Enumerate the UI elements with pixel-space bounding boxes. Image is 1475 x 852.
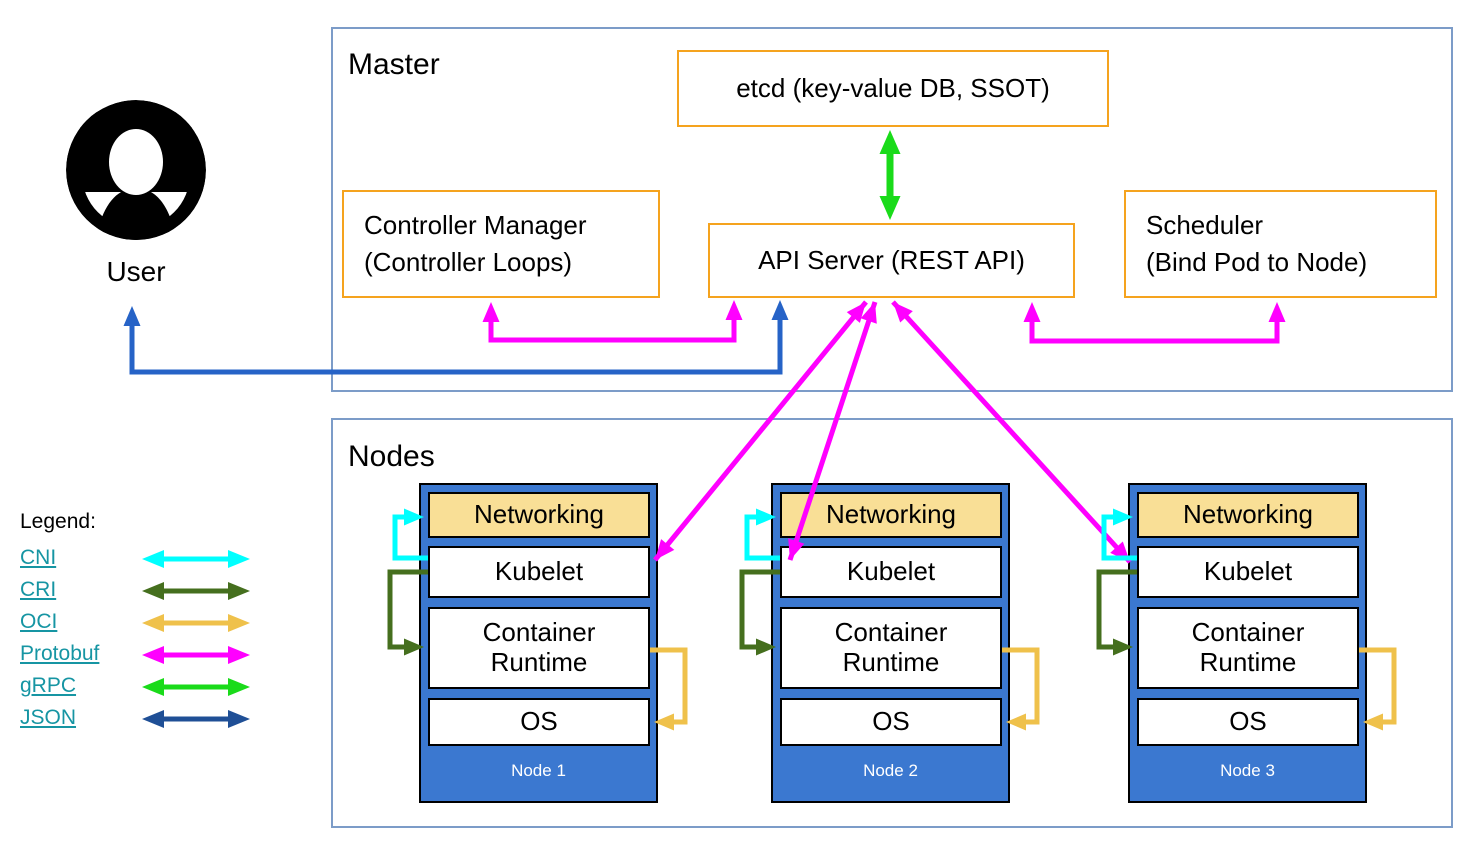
node-1-networking-label: Networking: [473, 499, 605, 530]
scheduler-title: Scheduler: [1146, 210, 1264, 241]
legend-link-oci[interactable]: OCI: [20, 610, 58, 633]
node-2-os-label: OS: [872, 706, 910, 737]
legend-arrow-json-left-head: [142, 710, 164, 728]
legend-arrow-json: [142, 710, 250, 728]
legend-arrow-cri-left-head: [142, 582, 164, 600]
node-1-container-runtime: Container Runtime: [428, 607, 650, 689]
node-3-os: OS: [1137, 698, 1359, 746]
legend-arrow-protobuf: [142, 646, 250, 664]
legend-arrow-cri: [142, 582, 250, 600]
legend-link-cri[interactable]: CRI: [20, 578, 57, 601]
node-2-container-runtime: Container Runtime: [780, 607, 1002, 689]
node-1-container-runtime-label: Container Runtime: [482, 617, 596, 677]
legend-arrow-cni-left-head: [142, 550, 164, 568]
node-3-label: Node 3: [1220, 761, 1275, 780]
scheduler-box: Scheduler (Bind Pod to Node): [1124, 190, 1437, 298]
legend-arrow-protobuf-left-head: [142, 646, 164, 664]
node-3-networking: Networking: [1137, 492, 1359, 538]
legend-arrow-grpc-right-head: [228, 678, 250, 696]
legend-arrow-json-right-head: [228, 710, 250, 728]
legend-arrow-cni: [142, 550, 250, 568]
node-1-networking: Networking: [428, 492, 650, 538]
node-1-label: Node 1: [511, 761, 566, 780]
node-2-networking: Networking: [780, 492, 1002, 538]
legend-arrow-oci-right-head: [228, 614, 250, 632]
legend-arrow-oci: [142, 614, 250, 632]
node-3-os-label: OS: [1229, 706, 1267, 737]
legend-arrow-cri-right-head: [228, 582, 250, 600]
user-label: User: [106, 256, 166, 287]
legend-arrow-cni-right-head: [228, 550, 250, 568]
legend-arrow-oci-left-head: [142, 614, 164, 632]
legend-link-json[interactable]: JSON: [20, 706, 77, 729]
legend-arrow-grpc-left-head: [142, 678, 164, 696]
controller-manager-box: Controller Manager (Controller Loops): [342, 190, 660, 298]
api-server-box: API Server (REST API): [708, 223, 1075, 298]
node-1-os-label: OS: [520, 706, 558, 737]
node-3-kubelet: Kubelet: [1137, 546, 1359, 598]
node-2-label: Node 2: [863, 761, 918, 780]
legend-link-grpc[interactable]: gRPC: [20, 674, 77, 697]
node-2-kubelet: Kubelet: [780, 546, 1002, 598]
legend-link-cni[interactable]: CNI: [20, 546, 57, 569]
node-3: Networking Kubelet Container Runtime OS …: [1128, 483, 1367, 803]
nodes-section-label: Nodes: [348, 440, 435, 473]
controller-manager-subtitle: (Controller Loops): [364, 247, 573, 277]
legend-arrow-grpc: [142, 678, 250, 696]
node-3-container-runtime: Container Runtime: [1137, 607, 1359, 689]
etcd-label: etcd (key-value DB, SSOT): [736, 73, 1050, 103]
json-user-head: [123, 306, 141, 326]
scheduler-subtitle: (Bind Pod to Node): [1146, 247, 1368, 277]
node-2: Networking Kubelet Container Runtime OS …: [771, 483, 1010, 803]
node-1-kubelet-label: Kubelet: [494, 556, 584, 587]
node-3-kubelet-label: Kubelet: [1203, 556, 1293, 587]
controller-manager-title: Controller Manager: [364, 210, 587, 241]
node-2-os: OS: [780, 698, 1002, 746]
legend-arrow-protobuf-right-head: [228, 646, 250, 664]
node-1-os: OS: [428, 698, 650, 746]
node-1: Networking Kubelet Container Runtime OS …: [419, 483, 658, 803]
node-1-kubelet: Kubelet: [428, 546, 650, 598]
api-server-label: API Server (REST API): [758, 245, 1025, 275]
master-section-label: Master: [348, 48, 440, 81]
user-avatar-icon: [66, 100, 206, 240]
node-2-networking-label: Networking: [825, 499, 957, 530]
node-3-networking-label: Networking: [1182, 499, 1314, 530]
node-2-container-runtime-label: Container Runtime: [834, 617, 948, 677]
node-3-container-runtime-label: Container Runtime: [1191, 617, 1305, 677]
legend-link-protobuf[interactable]: Protobuf: [20, 642, 100, 665]
etcd-box: etcd (key-value DB, SSOT): [677, 50, 1109, 127]
node-2-kubelet-label: Kubelet: [846, 556, 936, 587]
legend-title: Legend:: [20, 510, 96, 533]
